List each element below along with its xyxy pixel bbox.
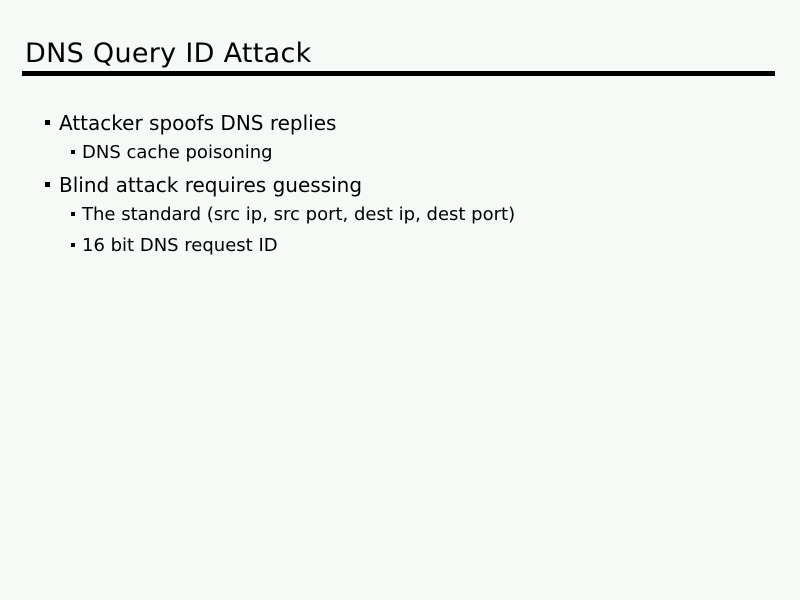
list-item-label: The standard (src ip, src port, dest ip,… xyxy=(82,204,516,225)
list-item: The standard (src ip, src port, dest ip,… xyxy=(0,203,800,234)
page-title: DNS Query ID Attack xyxy=(25,38,312,69)
list-item-label: Blind attack requires guessing xyxy=(59,173,363,197)
square-bullet-icon xyxy=(45,119,50,125)
square-bullet-icon xyxy=(71,243,75,247)
list-item: Blind attack requires guessing xyxy=(0,172,800,203)
list-item-label: DNS cache poisoning xyxy=(82,142,273,163)
list-item-label: 16 bit DNS request ID xyxy=(82,235,278,256)
bullet-list: Attacker spoofs DNS replies DNS cache po… xyxy=(0,110,800,265)
list-item-label: Attacker spoofs DNS replies xyxy=(59,111,337,135)
square-bullet-icon xyxy=(71,212,75,216)
square-bullet-icon xyxy=(71,150,75,154)
list-item: 16 bit DNS request ID xyxy=(0,234,800,265)
list-item: DNS cache poisoning xyxy=(0,141,800,172)
list-item: Attacker spoofs DNS replies xyxy=(0,110,800,141)
square-bullet-icon xyxy=(45,181,50,187)
title-divider xyxy=(22,71,775,76)
